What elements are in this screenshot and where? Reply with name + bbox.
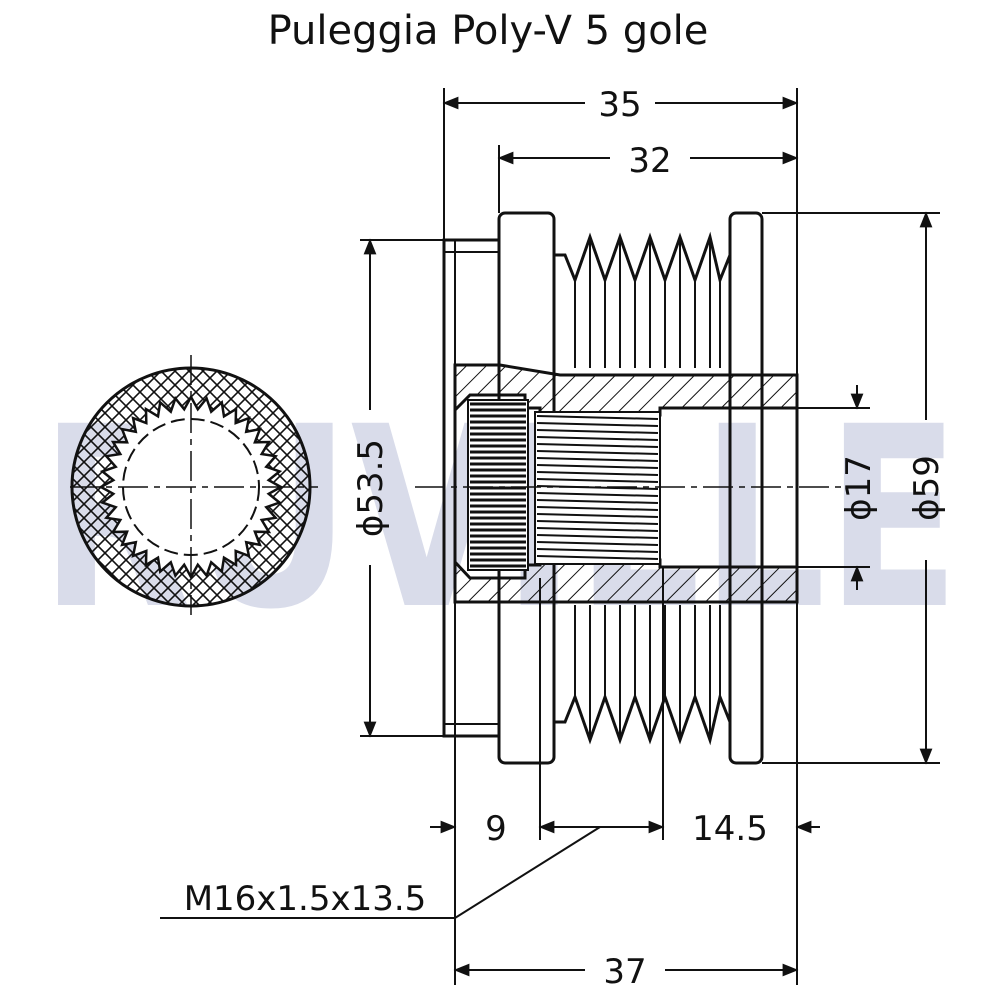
dimension-lines [160,88,940,985]
drawing-title: Puleggia Poly-V 5 gole [268,8,709,54]
side-view [415,211,870,765]
dim-outer-diameter: ϕ59 [907,455,947,521]
dim-bore-diameter: ϕ17 [839,455,879,521]
thread [534,411,661,565]
dim-overall-length: 35 [598,85,641,125]
dim-bore-depth: 14.5 [692,809,768,849]
dim-spline-depth: 9 [485,809,507,849]
dim-hub-diameter: ϕ53.5 [351,439,391,537]
dim-groove-length: 32 [628,141,671,181]
thread-spec-label: M16x1.5x13.5 [184,879,427,919]
spline-teeth [467,399,529,571]
end-view [70,355,318,615]
dim-total-length: 37 [603,952,646,992]
